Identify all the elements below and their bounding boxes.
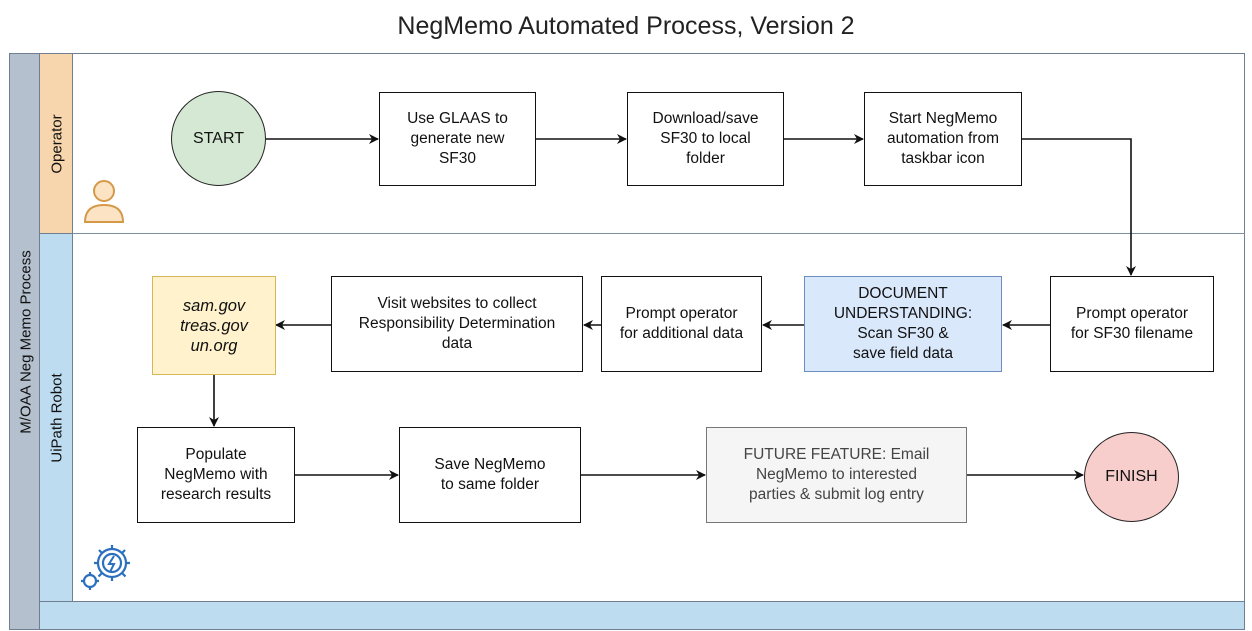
future-feature-step: FUTURE FEATURE: Email NegMemo to interes…: [706, 427, 967, 523]
prompt-additional-data-step: Prompt operator for additional data: [601, 276, 762, 372]
lane-divider: [73, 233, 1245, 234]
websites-note: sam.gov treas.gov un.org: [152, 276, 276, 375]
visit-websites-step: Visit websites to collect Responsibility…: [331, 276, 583, 372]
pool-label: M/OAA Neg Memo Process: [17, 250, 34, 434]
download-sf30-step: Download/save SF30 to local folder: [627, 92, 784, 186]
save-negmemo-step: Save NegMemo to same folder: [399, 427, 581, 523]
operator-lane-label: Operator: [48, 114, 65, 174]
pool-label-bar: M/OAA Neg Memo Process: [9, 53, 40, 630]
robot-lane-footer: [39, 601, 1245, 630]
finish-node: FINISH: [1084, 432, 1179, 522]
operator-lane-bar: Operator: [39, 53, 73, 234]
start-node: START: [171, 91, 266, 186]
start-automation-step: Start NegMemo automation from taskbar ic…: [864, 92, 1022, 186]
robot-gear-icon: [81, 545, 130, 590]
populate-negmemo-step: Populate NegMemo with research results: [137, 427, 295, 523]
document-understanding-step: DOCUMENT UNDERSTANDING: Scan SF30 & save…: [804, 276, 1002, 372]
prompt-filename-step: Prompt operator for SF30 filename: [1050, 276, 1214, 372]
robot-lane-bar: UiPath Robot: [39, 233, 73, 602]
robot-lane-label: UiPath Robot: [48, 373, 65, 463]
user-icon: [83, 180, 125, 223]
use-glaas-step: Use GLAAS to generate new SF30: [379, 92, 536, 186]
diagram-title: NegMemo Automated Process, Version 2: [397, 12, 855, 40]
